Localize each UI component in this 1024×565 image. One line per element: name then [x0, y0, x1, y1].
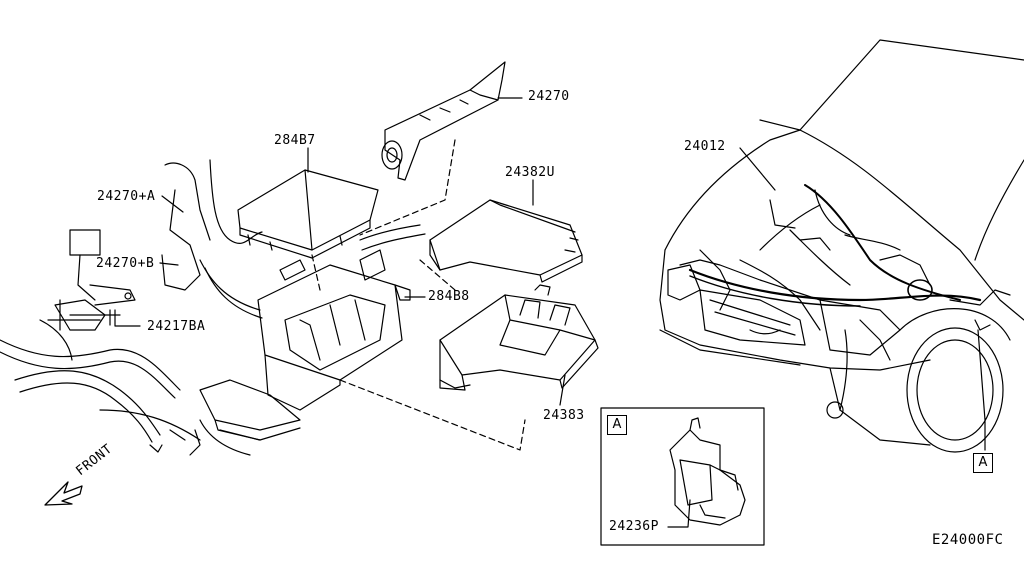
part-24270-cover — [381, 61, 506, 181]
detail-ref-inset-a: A — [607, 415, 627, 435]
part-label-284B7: 284B7 — [274, 133, 316, 148]
part-24383-bracket — [439, 284, 599, 391]
part-label-24383: 24383 — [543, 408, 585, 423]
part-label-24382U: 24382U — [505, 165, 555, 180]
part-label-24270-A: 24270+A — [97, 189, 156, 204]
part-label-24236P: 24236P — [609, 519, 659, 534]
main-harness-left — [0, 159, 263, 456]
detail-inset-frame — [600, 407, 765, 546]
part-label-284B8: 284B8 — [428, 289, 470, 304]
part-24382U-cover — [429, 199, 583, 283]
part-label-24270: 24270 — [528, 89, 570, 104]
assembly-lines — [311, 139, 526, 451]
vehicle-front-illustration — [659, 39, 1024, 453]
part-label-24217BA: 24217BA — [147, 319, 206, 334]
part-284B8-box — [199, 224, 426, 441]
drawing-code: E24000FC — [932, 532, 1004, 548]
part-label-24270-B: 24270+B — [96, 256, 155, 271]
leader-lines — [114, 97, 986, 528]
front-arrow-icon — [44, 481, 83, 506]
part-284B7-box — [237, 169, 379, 259]
part-label-24012: 24012 — [684, 139, 726, 154]
part-24236P-bracket — [669, 417, 746, 526]
detail-ref-callout-a: A — [973, 453, 993, 473]
